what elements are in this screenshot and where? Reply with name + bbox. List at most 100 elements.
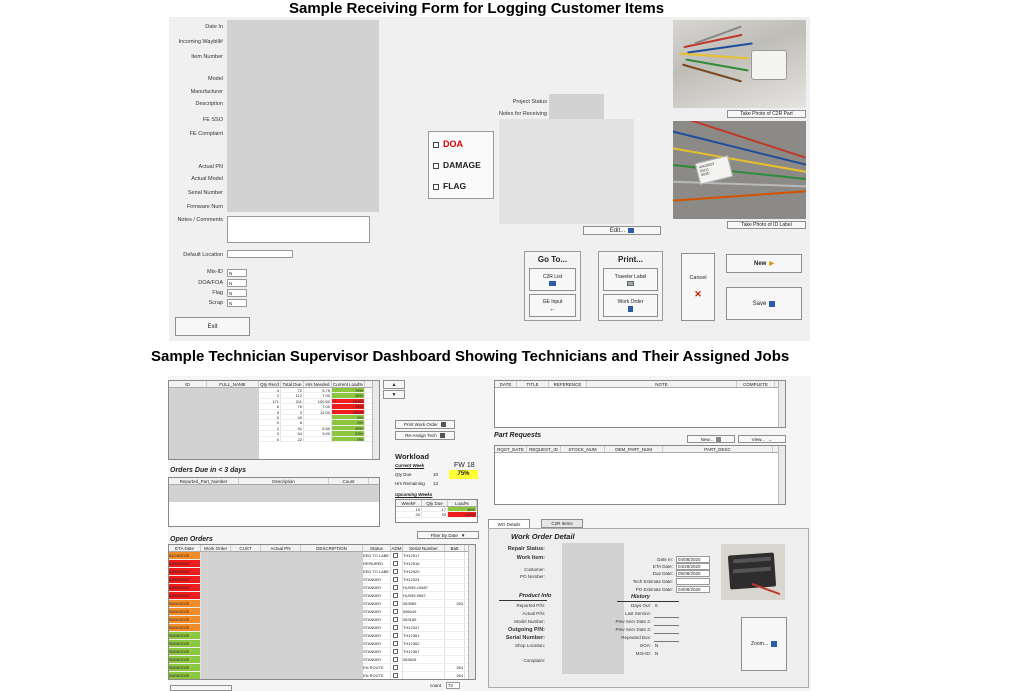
notes-receiving-area[interactable] xyxy=(499,119,634,224)
adm-checkbox[interactable] xyxy=(391,560,403,567)
item-fields-block[interactable] xyxy=(227,20,379,212)
label-item-number: Item Number xyxy=(191,54,223,60)
week-cell: 19 xyxy=(396,507,422,512)
form-title: Sample Receiving Form for Logging Custom… xyxy=(289,0,665,17)
adm-checkbox[interactable] xyxy=(391,592,403,599)
new-request-button[interactable]: New... xyxy=(687,435,735,443)
orders-due-grid[interactable]: Reported_Part_Number Description Count xyxy=(168,477,380,527)
c2r-list-button[interactable]: C2R List xyxy=(529,268,576,291)
adm-checkbox[interactable] xyxy=(391,656,403,663)
technician-grid[interactable]: ID FULL_NAME Qty Recd Total Due Hrs Need… xyxy=(168,380,380,460)
cancel-button[interactable]: Cancel✕ xyxy=(681,253,715,321)
open-order-cell: STANDBY xyxy=(363,576,391,583)
scroll-down-button[interactable]: ▼ xyxy=(383,390,405,399)
mis-id-field[interactable]: N xyxy=(227,269,247,277)
doa-checkbox[interactable] xyxy=(433,141,439,148)
doa-foa-field[interactable]: N xyxy=(227,279,247,287)
adm-checkbox[interactable] xyxy=(391,608,403,615)
orders-due-title: Orders Due in < 3 days xyxy=(170,467,247,474)
filter-label: Filter By Date xyxy=(430,532,458,538)
flag-option[interactable]: FLAG xyxy=(433,181,466,191)
tech-estimate-value[interactable] xyxy=(676,578,710,585)
col-week: Week# xyxy=(396,500,422,506)
bottom-button[interactable] xyxy=(170,685,232,691)
eta-date-value: 04/29/2020 xyxy=(676,563,710,570)
filter-by-date-button[interactable]: Filter By Date▼ xyxy=(417,531,479,539)
project-status-field[interactable] xyxy=(549,94,604,108)
save-icon xyxy=(769,300,776,307)
take-photo-c2r-label: Take Photo of C2R Part xyxy=(740,111,793,117)
open-order-cell xyxy=(445,656,465,663)
traveler-label-button[interactable]: Traveler Label xyxy=(603,268,658,291)
take-photo-c2r-button[interactable]: Take Photo of C2R Part xyxy=(727,110,806,118)
open-order-cell: 263 xyxy=(445,600,465,607)
open-orders-scrollbar[interactable] xyxy=(468,545,475,679)
id-label-photo: 40418823 00111 09/40 xyxy=(673,121,806,219)
print-work-order-button[interactable]: Print Work Order xyxy=(395,420,455,429)
edit-button[interactable]: Edit... xyxy=(583,226,661,235)
tech-cell: 0% xyxy=(332,420,365,425)
damage-checkbox[interactable] xyxy=(433,162,439,169)
tech-cell: 76 xyxy=(281,404,304,409)
tech-grid-scrollbar[interactable] xyxy=(372,381,379,459)
save-button[interactable]: Save xyxy=(726,287,802,320)
part-requests-scrollbar[interactable] xyxy=(778,446,785,504)
notes-scrollbar[interactable] xyxy=(778,381,785,427)
scroll-up-button[interactable]: ▲ xyxy=(383,380,405,389)
adm-checkbox[interactable] xyxy=(391,584,403,591)
damage-option[interactable]: DAMAGE xyxy=(433,160,481,170)
default-location-field[interactable] xyxy=(227,250,293,258)
take-photo-id-label: Take Photo of ID Label xyxy=(741,222,792,228)
adm-checkbox[interactable] xyxy=(391,648,403,655)
work-order-detail-panel: Work Order Detail Repair Status: Work It… xyxy=(488,528,809,688)
adm-checkbox[interactable] xyxy=(391,664,403,671)
repeated-box-label: Repeated Box: xyxy=(621,635,651,640)
open-order-cell: TH12347 xyxy=(403,624,445,631)
reassign-tech-button[interactable]: Re-Assign Tech xyxy=(395,431,455,440)
zoom-button[interactable]: Zoom... xyxy=(741,617,787,671)
dashboard-panel: ID FULL_NAME Qty Recd Total Due Hrs Need… xyxy=(168,376,811,691)
adm-checkbox[interactable] xyxy=(391,632,403,639)
adm-checkbox[interactable] xyxy=(391,624,403,631)
col-note-date: DATE xyxy=(495,381,517,387)
exit-button[interactable]: Exit xyxy=(175,317,250,336)
scrap-field[interactable]: N xyxy=(227,299,247,307)
notes-comments-field[interactable] xyxy=(227,216,370,243)
open-orders-grid[interactable]: ETA Date Work Order CUST Actual PN DESCR… xyxy=(168,544,476,680)
new-button[interactable]: New▶ xyxy=(726,254,802,273)
doa-label: DOA: xyxy=(639,643,651,648)
serial-number-label: Serial Number: xyxy=(505,635,545,641)
adm-checkbox[interactable] xyxy=(391,640,403,647)
open-order-cell: 05/01/2020 xyxy=(169,624,201,631)
adm-checkbox[interactable] xyxy=(391,672,403,679)
adm-checkbox[interactable] xyxy=(391,616,403,623)
tab-wo-details[interactable]: WO Details xyxy=(488,519,530,528)
qty-cell: 17 xyxy=(422,507,448,512)
adm-checkbox[interactable] xyxy=(391,552,403,559)
take-photo-id-button[interactable]: Take Photo of ID Label xyxy=(727,221,806,229)
zoom-label: Zoom... xyxy=(751,641,768,647)
tab-c2r-items[interactable]: C2R Items xyxy=(541,519,583,528)
adm-checkbox[interactable] xyxy=(391,568,403,575)
open-order-cell: 264 xyxy=(445,672,465,679)
view-request-button[interactable]: View...→ xyxy=(738,435,786,443)
flag-checkbox[interactable] xyxy=(433,183,439,190)
tech-cell: 3.00 xyxy=(304,431,332,436)
doa-option[interactable]: DOA xyxy=(433,139,463,149)
work-order-button[interactable]: Work Order xyxy=(603,294,658,317)
adm-checkbox[interactable] xyxy=(391,576,403,583)
col-due-description: Description xyxy=(239,478,329,484)
open-order-cell: REPAIRED xyxy=(363,560,391,567)
col-up-qty: Qty Due xyxy=(422,500,448,506)
adm-checkbox[interactable] xyxy=(391,600,403,607)
part-requests-grid[interactable]: RQST_DATE REQUEST_ID STOCK_NUM OEM_PART_… xyxy=(494,445,786,505)
flag-field[interactable]: N xyxy=(227,289,247,297)
ge-input-button[interactable]: GE Input← xyxy=(529,294,576,317)
col-batt: Batt xyxy=(445,545,465,551)
notes-grid[interactable]: DATE TITLE REFERENCE NOTE COMPLETE xyxy=(494,380,786,428)
